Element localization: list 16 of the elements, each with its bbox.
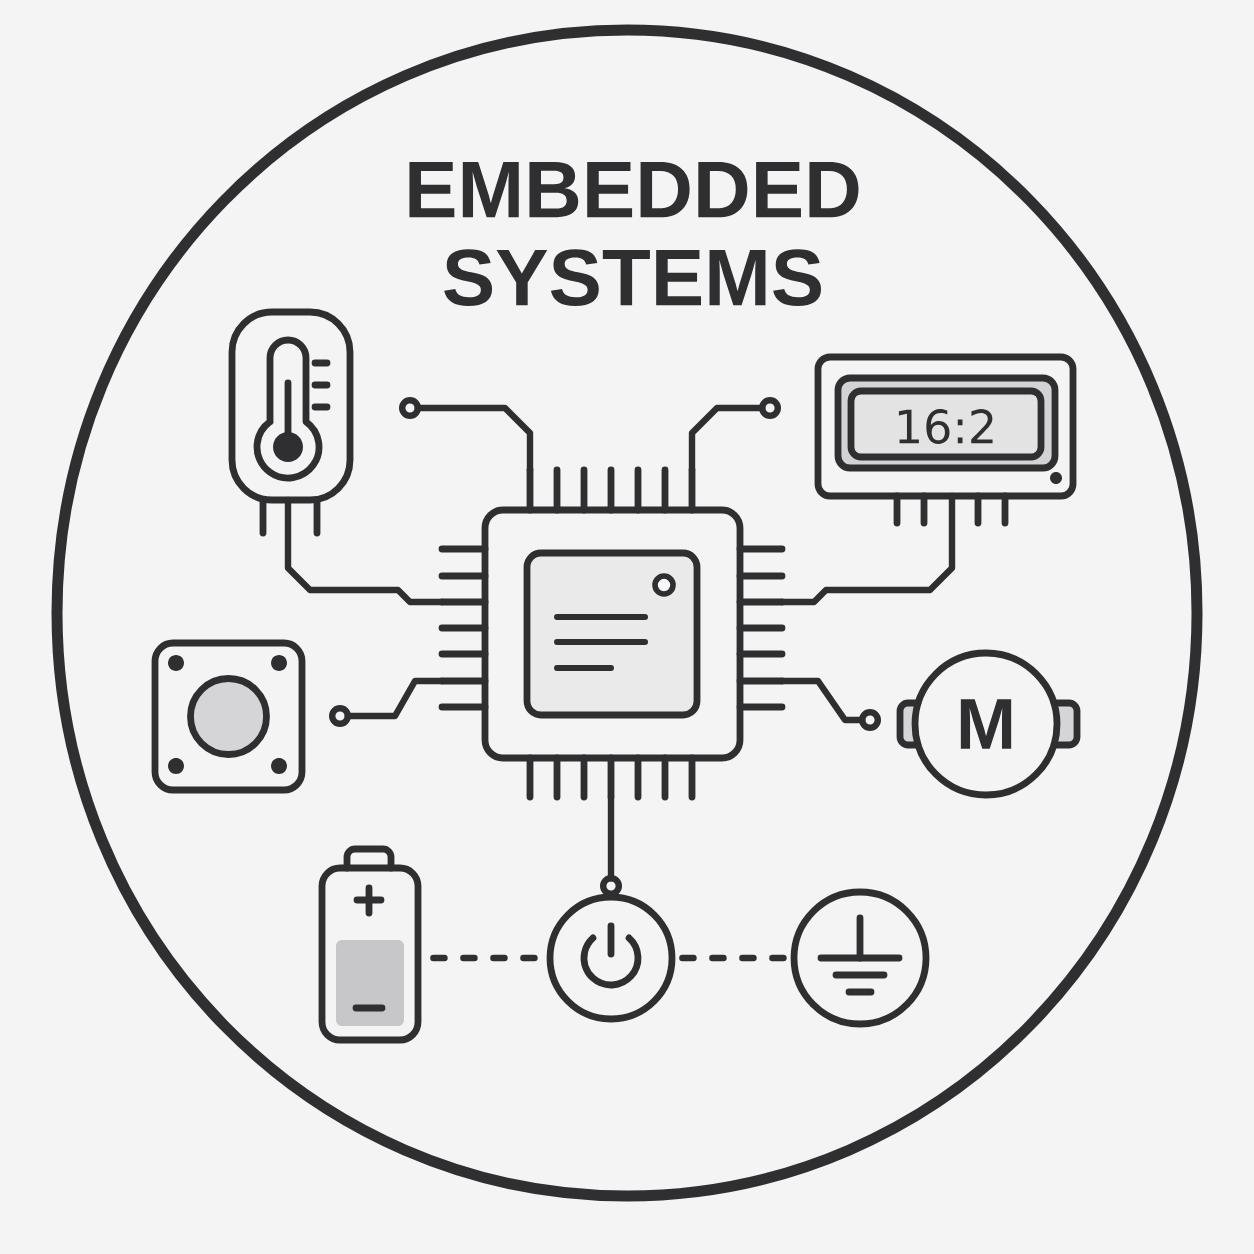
trace-line <box>778 677 881 731</box>
trace-line <box>284 496 446 606</box>
thermometer-sensor <box>228 308 354 537</box>
title: EMBEDDED SYSTEMS <box>409 162 859 306</box>
lcd-display: 16:2 <box>814 353 1077 527</box>
microcontroller-chip <box>438 466 786 801</box>
power-button <box>546 893 676 1023</box>
trace-line <box>778 492 956 606</box>
ground-symbol <box>790 888 930 1028</box>
trace-line <box>329 677 446 727</box>
trace-line <box>399 397 534 474</box>
dashed-line <box>430 954 538 962</box>
trace-line <box>688 397 781 474</box>
battery <box>318 845 422 1044</box>
dashed-line <box>679 954 787 962</box>
trace-line <box>600 793 622 897</box>
